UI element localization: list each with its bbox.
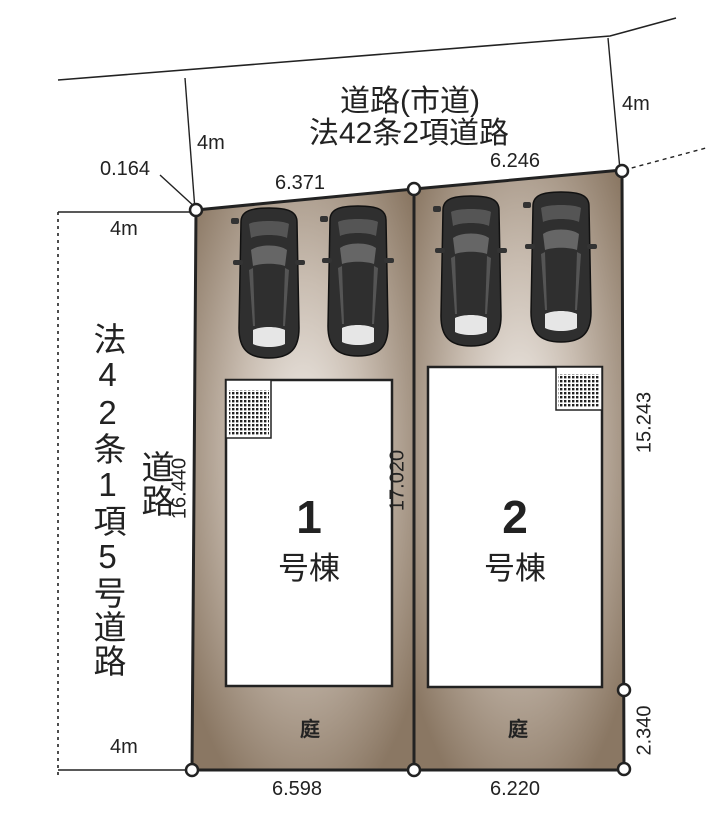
west-road-width-top: 4m: [110, 218, 138, 240]
boundary-markers: [184, 163, 632, 778]
dimension-left-side: 16.440: [168, 457, 191, 520]
north-road-width-left: 4m: [197, 132, 225, 154]
car-icon: [319, 205, 395, 357]
garden-1-label: 庭: [300, 719, 320, 741]
north-road-name: 道路(市道): [340, 85, 480, 118]
road-width-line-right: [607, 37, 621, 171]
west-road-class: 法42条1項5号道路: [89, 322, 126, 678]
dimension-bottom-lot-2: 6.220: [490, 778, 541, 800]
north-road-width-right: 4m: [622, 93, 650, 115]
dimension-bottom-lot-1: 6.598: [272, 778, 323, 800]
house-1-number: 1: [296, 491, 322, 543]
north-road-class: 法42条2項道路: [308, 117, 510, 150]
dimension-top-lot-2: 6.246: [490, 150, 541, 172]
house-1-label: 号棟: [278, 551, 340, 586]
road-width-line-left: [184, 77, 196, 211]
car-icon: [230, 207, 306, 359]
car-icon: [522, 191, 598, 343]
car-icon: [432, 195, 508, 347]
corner-leader: [159, 174, 197, 209]
house-1-stair-grid: [229, 390, 269, 436]
dimension-right-bottom: 2.340: [633, 705, 656, 756]
dimension-top-lot-1: 6.371: [275, 172, 326, 194]
corner-cut-dimension: 0.164: [100, 158, 151, 180]
road-extension-dotted: [623, 147, 707, 171]
house-2-footprint: [426, 365, 604, 689]
house-2-label: 号棟: [484, 551, 546, 586]
dimension-right-side: 15.243: [633, 391, 656, 454]
dimension-center-line: 17.020: [386, 449, 409, 512]
west-road-name: 道路: [137, 450, 174, 518]
west-road-width-bottom: 4m: [110, 736, 138, 758]
house-2-stair-grid: [558, 374, 600, 408]
house-2-number: 2: [502, 491, 528, 543]
road-far-edge: [57, 17, 677, 81]
garden-2-label: 庭: [508, 719, 528, 741]
